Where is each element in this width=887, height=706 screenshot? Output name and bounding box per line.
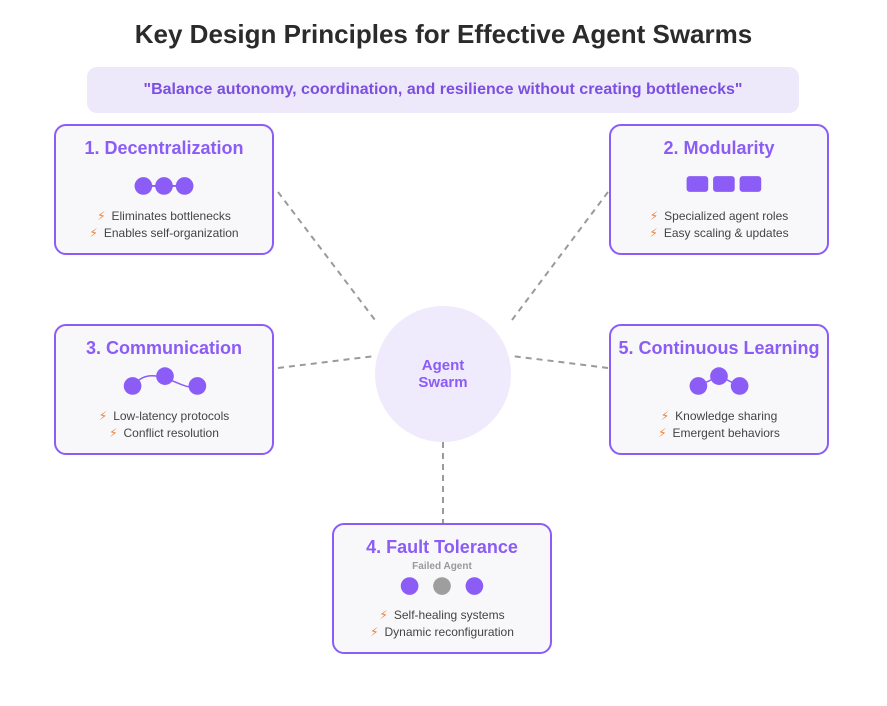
tagline-banner: "Balance autonomy, coordination, and res… [87,67,799,113]
lightning-bolt-icon: ⚡ [370,625,379,639]
bullet-item: ⚡Enables self-organization [89,226,239,240]
lightning-bolt-icon: ⚡ [98,409,108,423]
card-communication: 3. Communication ⚡Low-latency protocols … [54,324,274,455]
card-continuous-learning: 5. Continuous Learning ⚡Knowledge sharin… [609,324,829,455]
bullet-item: ⚡Emergent behaviors [658,426,780,440]
wave-nodes-icon [123,367,207,395]
lightning-bolt-icon: ⚡ [649,209,659,223]
bullet-item: ⚡Specialized agent roles [649,209,789,223]
bullet-item: ⚡Knowledge sharing [660,409,778,423]
bullet-list: ⚡Specialized agent roles ⚡Easy scaling &… [611,208,827,242]
bullet-item: ⚡Self-healing systems [379,608,505,622]
lightning-bolt-icon: ⚡ [658,426,667,440]
bullet-item: ⚡Dynamic reconfiguration [370,625,514,639]
bullet-list: ⚡Eliminates bottlenecks ⚡Enables self-or… [56,208,272,242]
failed-agent-label: Failed Agent [412,561,472,572]
lightning-bolt-icon: ⚡ [109,426,118,440]
lightning-bolt-icon: ⚡ [89,226,98,240]
bullet-list: ⚡Knowledge sharing ⚡Emergent behaviors [611,408,827,442]
lightning-bolt-icon: ⚡ [97,209,106,223]
connector-line-2 [511,191,609,321]
lightning-bolt-icon: ⚡ [649,226,658,240]
card-fault-tolerance: 4. Fault Tolerance Failed Agent ⚡Self-he… [332,523,552,654]
linked-nodes-icon [134,177,194,195]
card-title: 4. Fault Tolerance [366,537,518,557]
bullet-list: ⚡Self-healing systems ⚡Dynamic reconfigu… [334,607,550,641]
lightning-bolt-icon: ⚡ [379,608,388,622]
hub-label-line1: Agent [421,357,465,374]
card-modularity: 2. Modularity ⚡Specialized agent roles ⚡… [609,124,829,255]
card-title: 5. Continuous Learning [618,338,820,358]
learning-nodes-icon [689,367,749,395]
bullet-item: ⚡Low-latency protocols [98,409,230,423]
bullet-list: ⚡Low-latency protocols ⚡Conflict resolut… [56,408,272,442]
page-title: Key Design Principles for Effective Agen… [134,19,753,49]
module-blocks-icon [686,176,762,192]
bullet-item: ⚡Conflict resolution [109,426,219,440]
card-title: 3. Communication [85,338,242,358]
connector-line-5 [511,355,609,369]
connector-line-3 [277,355,376,369]
bullet-item: ⚡Easy scaling & updates [649,226,789,240]
lightning-bolt-icon: ⚡ [660,409,670,423]
connector-line-1 [277,191,376,321]
hub-label-line2: Swarm [418,374,468,391]
card-decentralization: 1. Decentralization ⚡Eliminates bottlene… [54,124,274,255]
failed-agent-icon [400,577,484,595]
bullet-item: ⚡Eliminates bottlenecks [97,209,231,223]
card-title: 2. Modularity [663,138,775,158]
agent-swarm-hub: Agent Swarm [375,306,511,442]
card-title: 1. Decentralization [84,138,244,158]
